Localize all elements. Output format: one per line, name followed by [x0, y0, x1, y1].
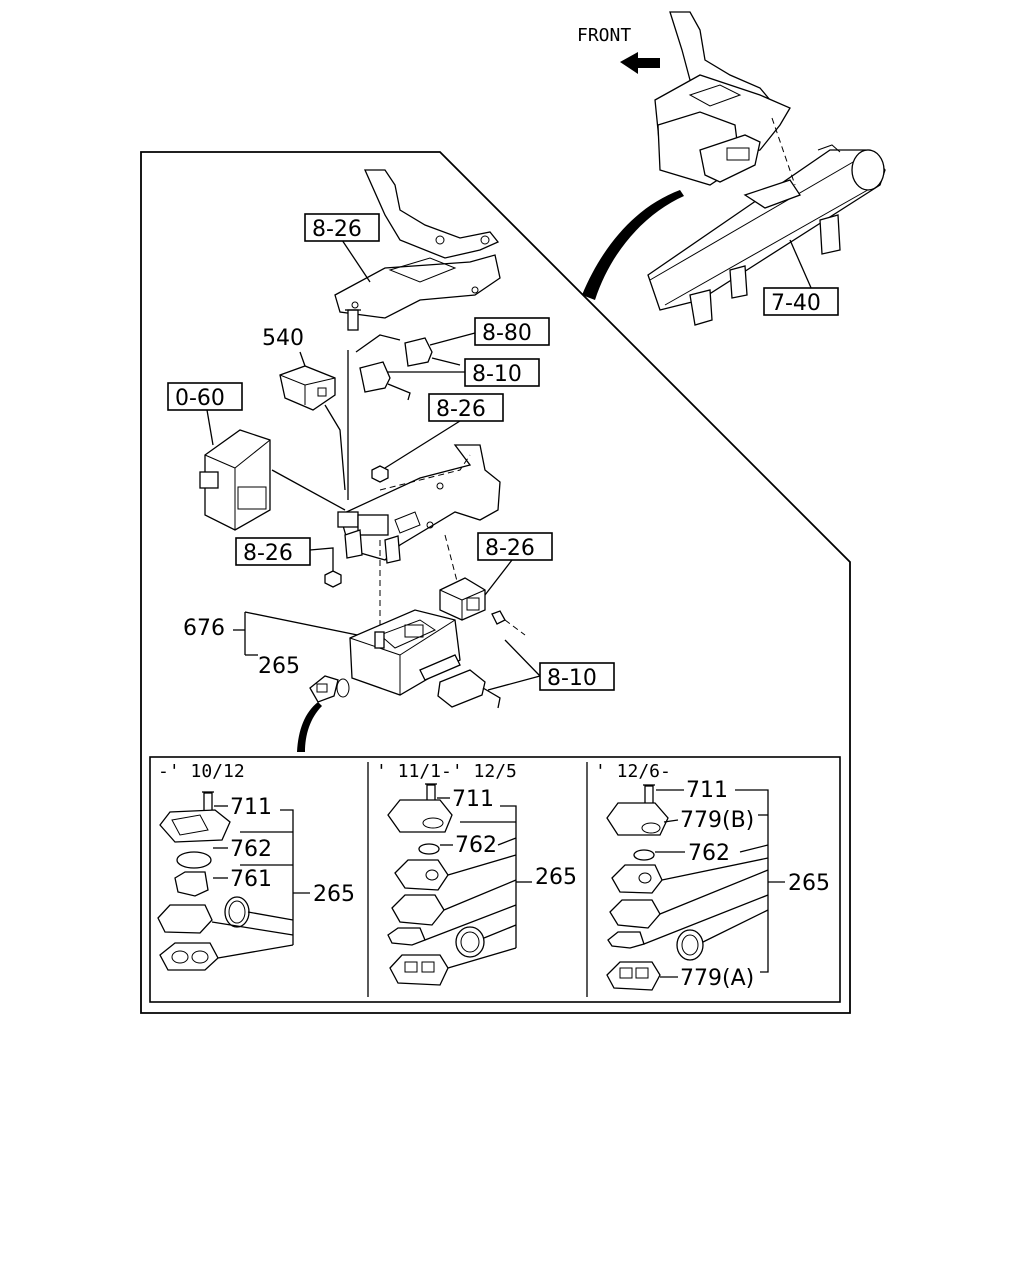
variant-3-period: ' 12/6- — [595, 761, 671, 782]
pointer-arrow-bottom — [297, 702, 322, 752]
callout-box-8-26-mid — [428, 393, 504, 422]
callout-box-0-60 — [167, 382, 243, 411]
middle-bracket: 8-26 — [337, 393, 504, 635]
callout-8-26-left: 8-26 — [243, 541, 293, 566]
detail-frame — [140, 151, 851, 1014]
variant-2-group-265: 265 — [535, 865, 577, 890]
part-label-265-main: 265 — [258, 654, 300, 679]
variant-1-period: -' 10/12 — [158, 761, 245, 782]
variant-1-part-711: 711 — [230, 795, 272, 820]
callout-box-8-80 — [474, 317, 550, 346]
variant-2-period: ' 11/1-' 12/5 — [376, 761, 517, 782]
callout-box-7-40 — [763, 287, 839, 316]
callout-box-8-26-left — [235, 537, 311, 566]
callout-0-60: 0-60 — [175, 386, 225, 411]
variant-3-part-711: 711 — [686, 778, 728, 803]
callout-box-8-10-bottom — [539, 662, 615, 691]
variant-3-part-779b: 779(B) — [680, 808, 754, 833]
variant-3-part-762: 762 — [688, 841, 730, 866]
callout-8-26-right: 8-26 — [485, 536, 535, 561]
part-label-676: 676 — [183, 616, 225, 641]
variant-3-group-265: 265 — [788, 871, 830, 896]
front-label: FRONT — [577, 25, 631, 46]
callout-8-26-mid: 8-26 — [436, 397, 486, 422]
overview-assembly: FRONT 7-40 — [577, 11, 886, 326]
callout-8-10-top: 8-10 — [472, 362, 522, 387]
relay-540: 540 — [262, 326, 346, 491]
callout-box-8-26-right — [477, 532, 553, 561]
variant-2: ' 11/1-' 12/5 711 762 2 — [376, 761, 577, 986]
connector-8-26-right: 8-26 — [439, 532, 553, 636]
upper-bracket — [334, 169, 501, 331]
variant-1-group-265: 265 — [313, 882, 355, 907]
callout-8-10-bottom: 8-10 — [547, 666, 597, 691]
callout-8-80: 8-80 — [482, 321, 532, 346]
variant-1-part-762: 762 — [230, 837, 272, 862]
callout-8-26-top: 8-26 — [312, 217, 362, 242]
variant-3-part-779a: 779(A) — [680, 966, 754, 991]
pointer-arrow-top — [582, 190, 684, 300]
module-676: 676 265 — [183, 609, 501, 752]
variant-1: -' 10/12 711 762 761 265 — [157, 761, 355, 971]
variant-panel — [149, 756, 841, 1003]
variant-2-part-711: 711 — [452, 787, 494, 812]
part-label-540: 540 — [262, 326, 304, 351]
callout-7-40: 7-40 — [771, 291, 821, 316]
front-arrow-icon — [620, 52, 660, 74]
callout-box-8-10-top — [464, 358, 540, 387]
variant-1-part-761: 761 — [230, 867, 272, 892]
variant-2-part-762: 762 — [455, 833, 497, 858]
connector-group-top — [347, 332, 476, 500]
nut-8-26-left: 8-26 — [235, 537, 342, 588]
variant-3: ' 12/6- 711 779(B) 762 779(A) — [595, 761, 830, 991]
control-unit-0-60: 0-60 — [167, 382, 346, 531]
callout-box-8-26-top — [304, 213, 380, 242]
